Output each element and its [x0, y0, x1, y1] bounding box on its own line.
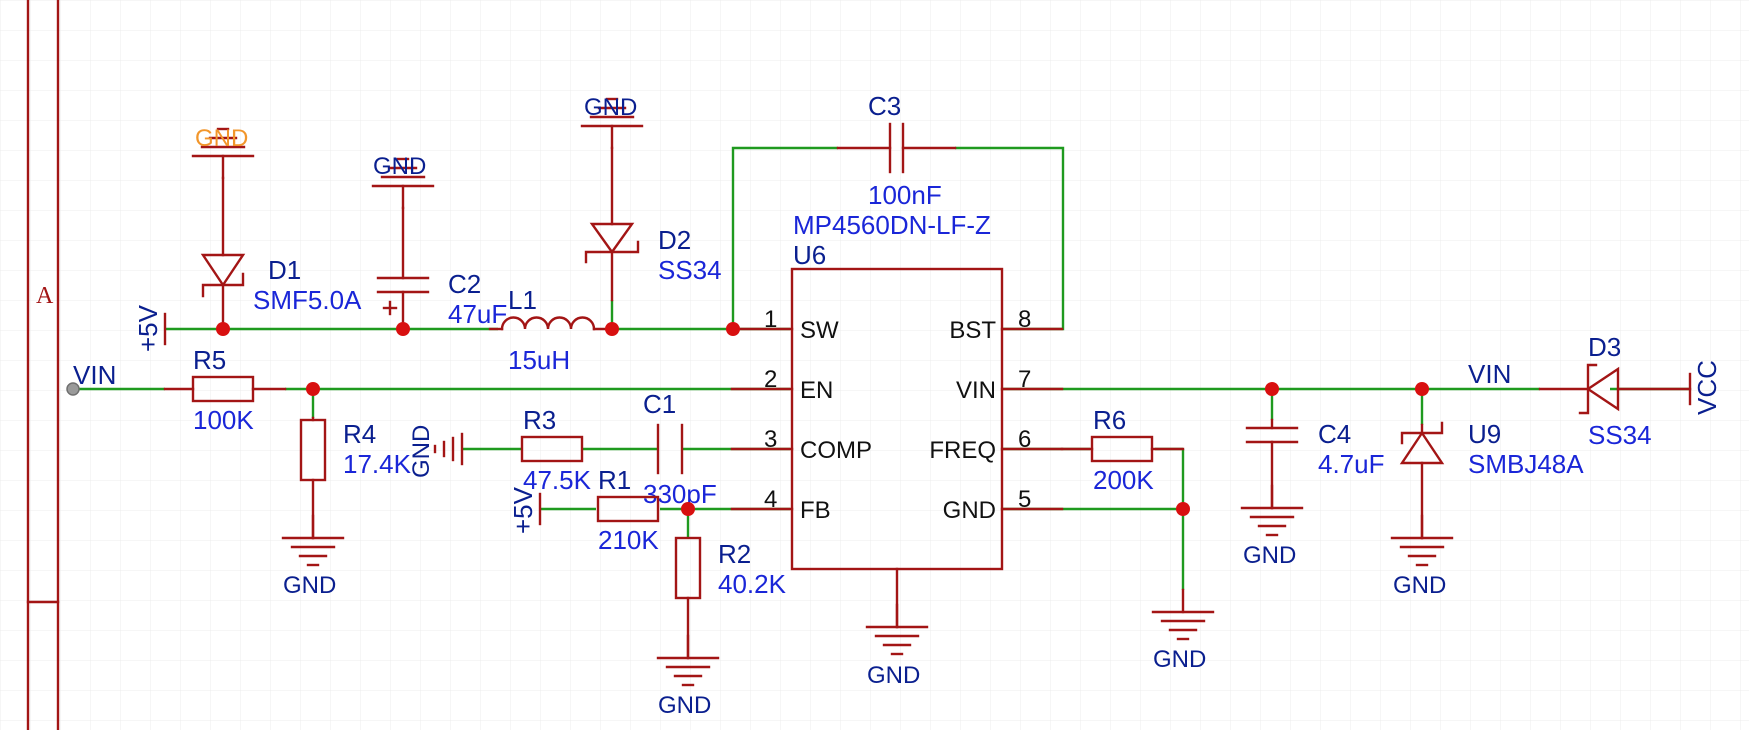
power-port-5v-top: +5V [133, 304, 167, 352]
u6-value: MP4560DN-LF-Z [793, 210, 991, 240]
junction-dot [726, 322, 740, 336]
power-port-vcc-label: VCC [1692, 360, 1722, 415]
c3-capacitor[interactable]: C3 100nF [836, 91, 957, 210]
r6-value: 200K [1093, 465, 1154, 495]
junction-dot [216, 322, 230, 336]
r1-ref: R1 [598, 465, 631, 495]
u6-pin-name: BST [949, 317, 996, 344]
power-port-vcc: VCC [1688, 360, 1722, 415]
r6-resistor[interactable]: R6 200K [1060, 405, 1185, 495]
c4-value: 4.7uF [1318, 449, 1385, 479]
r3-ref: R3 [523, 405, 556, 435]
c1-ref: C1 [643, 389, 676, 419]
r5-resistor[interactable]: R5 100K [163, 345, 287, 435]
r2-ref: R2 [718, 539, 751, 569]
junction-dot [396, 322, 410, 336]
c3-ref: C3 [868, 91, 901, 121]
u6-pin-num: 8 [1018, 306, 1031, 333]
r4-gnd-label: GND [283, 572, 336, 599]
r2-gnd-label: GND [658, 692, 711, 719]
c2-ref: C2 [448, 269, 481, 299]
c4-ref: C4 [1318, 419, 1351, 449]
frame-zone-label: A [36, 283, 54, 309]
power-port-5v-label: +5V [133, 304, 163, 352]
d1-gnd-label: GND [195, 125, 248, 152]
vin-left-label: VIN [73, 360, 116, 390]
power-port-5v-fb-label: +5V [508, 486, 538, 534]
wires [75, 146, 1690, 590]
r3-gnd-label: GND [408, 425, 435, 478]
r6-ref: R6 [1093, 405, 1126, 435]
u6-pin-num: 5 [1018, 486, 1031, 513]
c1-capacitor[interactable]: C1 330pF [643, 389, 717, 509]
junction-dot [1265, 382, 1279, 396]
c4-gnd-label: GND [1243, 542, 1296, 569]
r2-resistor[interactable]: R2 40.2K GND [656, 536, 787, 719]
u9-ref: U9 [1468, 419, 1501, 449]
u6-pin-name: EN [800, 377, 833, 404]
r3-value: 47.5K [523, 465, 592, 495]
r2-value: 40.2K [718, 569, 787, 599]
sheet-frame: A [26, 0, 60, 730]
r1-value: 210K [598, 525, 659, 555]
u6-ic[interactable]: MP4560DN-LF-Z U6 GND 1 SW 2 EN 3 COMP 4 … [730, 210, 1064, 689]
l1-inductor[interactable]: L1 15uH [488, 285, 614, 375]
r6-gnd: GND [1151, 588, 1215, 673]
u9-gnd-label: GND [1393, 572, 1446, 599]
c3-value: 100nF [868, 180, 942, 210]
d3-ref: D3 [1588, 332, 1621, 362]
r5-value: 100K [193, 405, 254, 435]
vin-input-port[interactable]: VIN [66, 360, 116, 396]
u6-pin-name: VIN [956, 377, 996, 404]
u6-pin-num: 4 [764, 486, 777, 513]
d3-schottky-diode[interactable]: D3 SS34 [1538, 332, 1692, 450]
r1-resistor[interactable]: R1 210K [596, 465, 659, 555]
power-port-5v-fb: +5V [508, 486, 542, 534]
junction-dot [681, 502, 695, 516]
u9-value: SMBJ48A [1468, 449, 1584, 479]
junction-dot [1176, 502, 1190, 516]
u6-pin-num: 6 [1018, 426, 1031, 453]
u6-pin-num: 3 [764, 426, 777, 453]
r4-value: 17.4K [343, 449, 412, 479]
r4-ref: R4 [343, 419, 376, 449]
junctions [216, 322, 1429, 516]
d2-ref: D2 [658, 225, 691, 255]
d2-schottky-diode[interactable]: GND D2 SS34 [580, 94, 722, 302]
u6-pin-num: 7 [1018, 366, 1031, 393]
d2-gnd-label: GND [584, 94, 637, 121]
d1-value: SMF5.0A [253, 285, 362, 315]
l1-ref: L1 [508, 285, 537, 315]
u6-pin-name: FREQ [929, 437, 996, 464]
r3-resistor[interactable]: GND R3 47.5K [408, 405, 592, 495]
u6-ref: U6 [793, 240, 826, 270]
r6-gnd-label: GND [1153, 646, 1206, 673]
d1-ref: D1 [268, 255, 301, 285]
junction-dot [605, 322, 619, 336]
u6-pin-name: GND [943, 497, 996, 524]
c2-capacitor[interactable]: GND C2 47uF [371, 153, 507, 331]
c4-capacitor[interactable]: C4 4.7uF GND [1240, 418, 1385, 569]
u6-pin-num: 2 [764, 366, 777, 393]
u6-pin-name: FB [800, 497, 831, 524]
junction-dot [306, 382, 320, 396]
c2-value: 47uF [448, 299, 507, 329]
r5-ref: R5 [193, 345, 226, 375]
r4-resistor[interactable]: R4 17.4K GND [281, 416, 412, 599]
u9-tvs-diode[interactable]: U9 SMBJ48A GND [1390, 419, 1584, 599]
l1-value: 15uH [508, 345, 570, 375]
junction-dot [1415, 382, 1429, 396]
u6-pin-num: 1 [764, 306, 777, 333]
d3-value: SS34 [1588, 420, 1652, 450]
c1-value: 330pF [643, 479, 717, 509]
u6-gnd-label: GND [867, 662, 920, 689]
u6-pin-name: COMP [800, 437, 872, 464]
d1-tvs-diode[interactable]: GND D1 SMF5.0A [191, 125, 362, 331]
c2-gnd-label: GND [373, 153, 426, 180]
vin-right-label: VIN [1468, 359, 1511, 389]
d2-value: SS34 [658, 255, 722, 285]
u6-pin-name: SW [800, 317, 839, 344]
